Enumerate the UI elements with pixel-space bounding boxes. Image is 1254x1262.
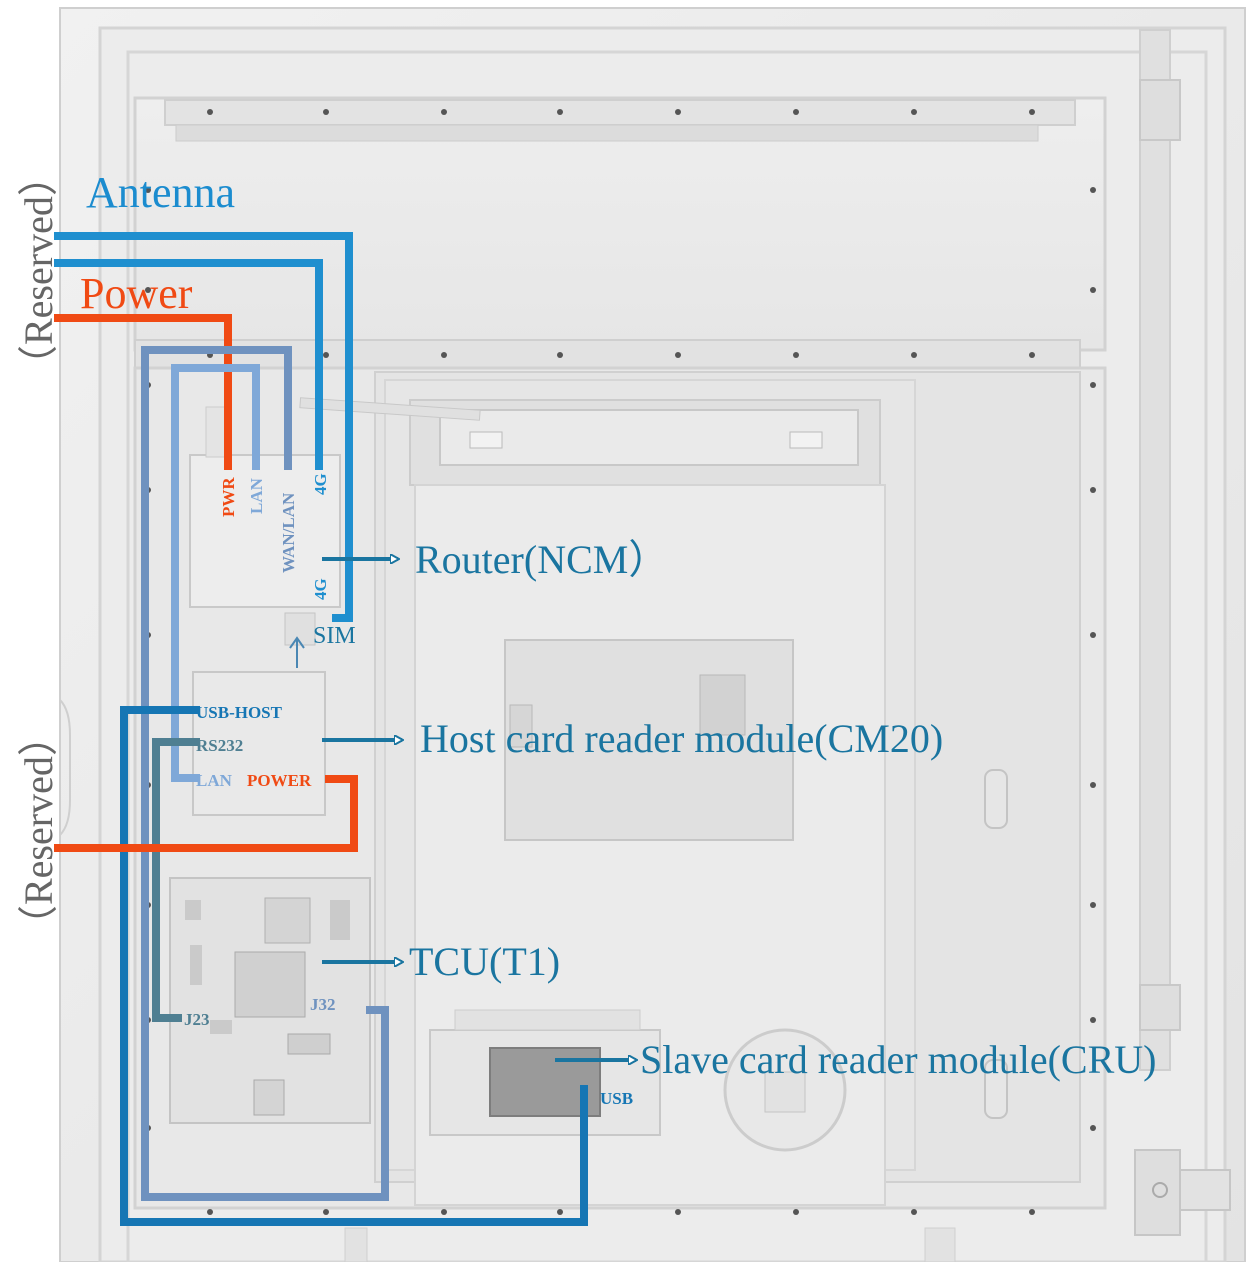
router-port-4g-side: 4G bbox=[311, 578, 330, 600]
rivet bbox=[557, 1209, 563, 1215]
rivet bbox=[1029, 352, 1035, 358]
reserved-top-label: （Reserved） bbox=[16, 156, 61, 385]
rivet bbox=[1090, 632, 1096, 638]
rivet bbox=[323, 352, 329, 358]
router-port-sim: SIM bbox=[313, 623, 356, 649]
rivet bbox=[441, 109, 447, 115]
host-port-power: POWER bbox=[247, 771, 312, 790]
power-label: Power bbox=[80, 269, 193, 318]
slave-port-usb: USB bbox=[600, 1089, 633, 1108]
rivet bbox=[1090, 487, 1096, 493]
router-port-pwr: PWR bbox=[219, 477, 238, 517]
host-port-usb-host: USB-HOST bbox=[196, 703, 283, 722]
router-port-lan: LAN bbox=[247, 477, 266, 514]
rivet bbox=[1090, 382, 1096, 388]
rivet bbox=[1090, 1125, 1096, 1131]
rivet bbox=[441, 1209, 447, 1215]
rivet bbox=[441, 352, 447, 358]
rivet bbox=[207, 1209, 213, 1215]
host-reader-name: Host card reader module(CM20) bbox=[420, 716, 943, 761]
rivet bbox=[557, 352, 563, 358]
rivet bbox=[1090, 902, 1096, 908]
rivet bbox=[1090, 1017, 1096, 1023]
router-name: Router(NCM） bbox=[415, 537, 668, 582]
rivet bbox=[911, 352, 917, 358]
tcu-name: TCU(T1) bbox=[409, 939, 560, 984]
router-port-wan-lan: WAN/LAN bbox=[279, 492, 298, 573]
rivet bbox=[1090, 187, 1096, 193]
tcu-port-j23: J23 bbox=[184, 1010, 210, 1029]
rivet bbox=[323, 1209, 329, 1215]
tcu-board bbox=[170, 878, 370, 1123]
rivet bbox=[793, 352, 799, 358]
rivet bbox=[675, 109, 681, 115]
rivet bbox=[1029, 1209, 1035, 1215]
reserved-bottom-label: （Reserved） bbox=[16, 716, 61, 945]
rivet bbox=[323, 109, 329, 115]
rivet bbox=[1090, 782, 1096, 788]
host-port-rs232: RS232 bbox=[196, 736, 243, 755]
rivet bbox=[675, 1209, 681, 1215]
rivet bbox=[793, 109, 799, 115]
rivet bbox=[207, 109, 213, 115]
host-port-lan: LAN bbox=[196, 771, 233, 790]
rivet bbox=[911, 1209, 917, 1215]
rivet bbox=[1029, 109, 1035, 115]
rivet bbox=[557, 109, 563, 115]
slave-reader-name: Slave card reader module(CRU) bbox=[640, 1037, 1156, 1082]
antenna-label: Antenna bbox=[86, 168, 235, 217]
rivet bbox=[675, 352, 681, 358]
router-port-4g-top: 4G bbox=[311, 473, 330, 495]
tcu-port-j32: J32 bbox=[310, 995, 336, 1014]
rivet bbox=[911, 109, 917, 115]
rivet bbox=[1090, 287, 1096, 293]
rivet bbox=[793, 1209, 799, 1215]
